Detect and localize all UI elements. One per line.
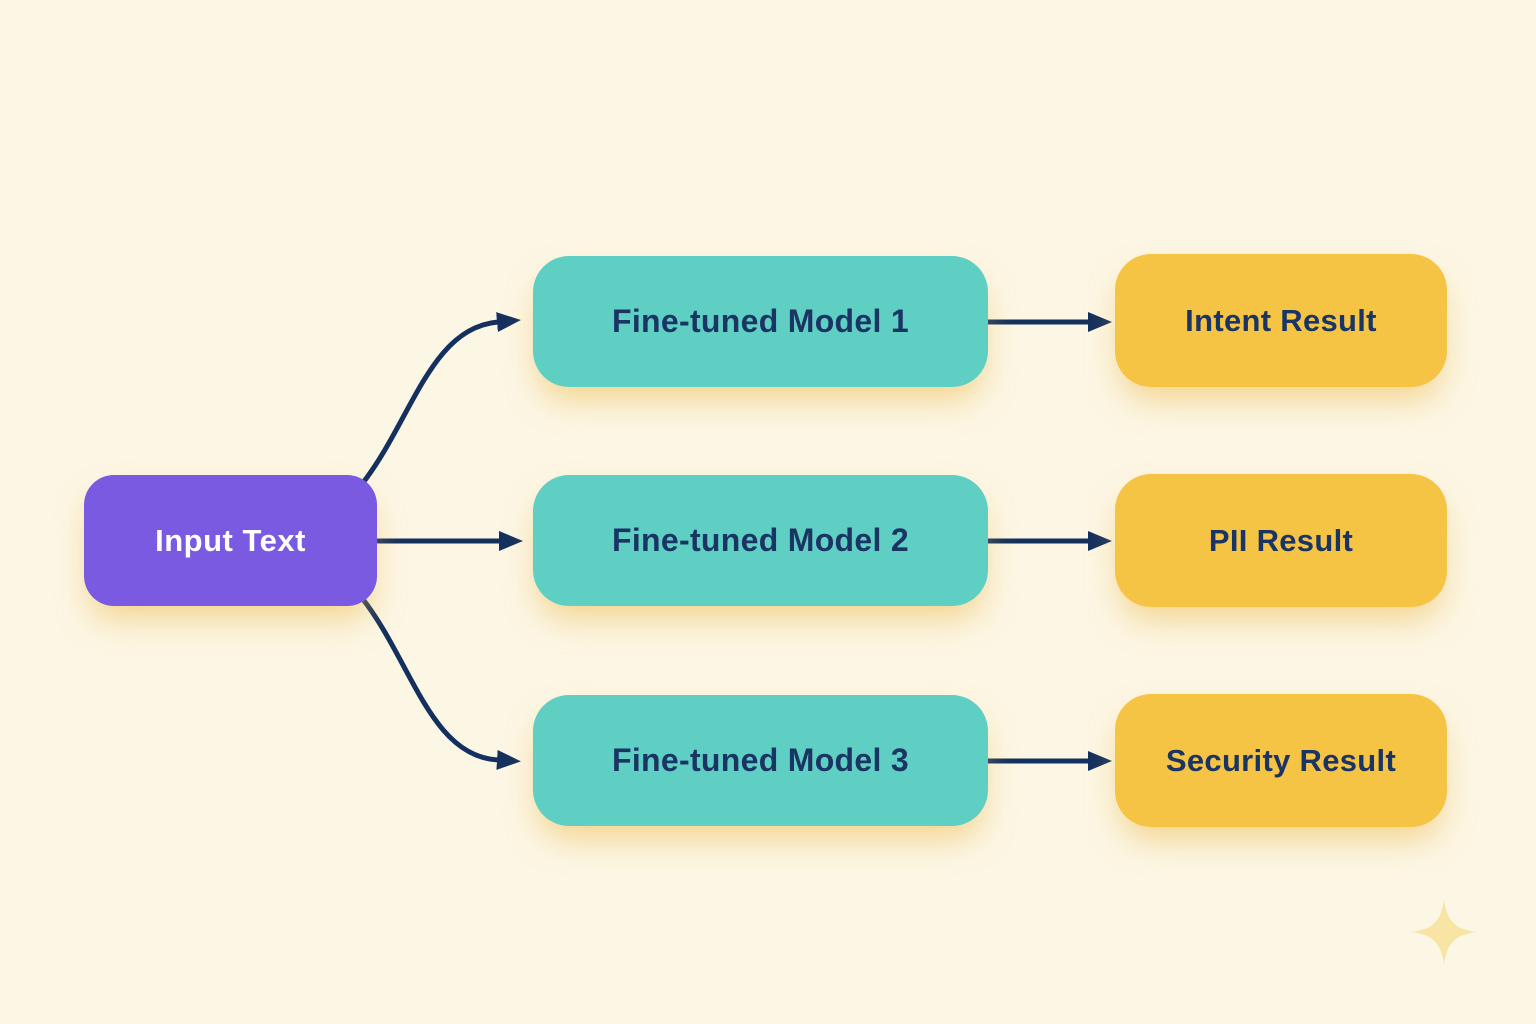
sparkle-icon [1410, 898, 1478, 966]
input-text-label: Input Text [155, 522, 306, 558]
intent-result-node: Intent Result [1115, 254, 1447, 387]
fine-tuned-model-2-node: Fine-tuned Model 2 [533, 475, 988, 606]
fine-tuned-model-1-node: Fine-tuned Model 1 [533, 256, 988, 387]
arrow-input-to-model3 [359, 595, 521, 770]
fine-tuned-model-3-node: Fine-tuned Model 3 [533, 695, 988, 826]
arrow-input-to-model1 [359, 312, 521, 487]
security-result-label: Security Result [1165, 742, 1397, 778]
security-result-node: Security Result [1115, 694, 1447, 827]
pii-result-node: PII Result [1115, 474, 1447, 607]
pii-result-label: PII Result [1208, 522, 1354, 558]
fine-tuned-model-3-label: Fine-tuned Model 3 [612, 742, 909, 778]
intent-result-label: Intent Result [1185, 302, 1377, 338]
fine-tuned-model-2-label: Fine-tuned Model 2 [612, 522, 909, 558]
fine-tuned-model-1-label: Fine-tuned Model 1 [612, 303, 909, 339]
input-text-node: Input Text [84, 475, 377, 606]
